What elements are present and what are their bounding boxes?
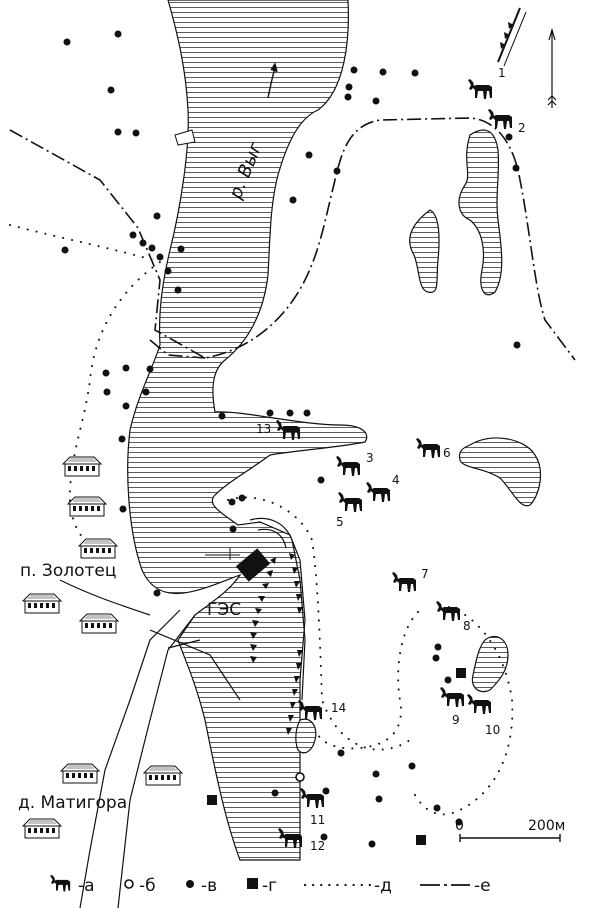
roads: [59, 7, 527, 908]
petroglyph-elk-icon: [366, 482, 390, 502]
petroglyph-elk-icon: [300, 788, 324, 808]
dam-embankment-marks: [250, 22, 514, 735]
site-number: 13: [256, 422, 271, 436]
place-label-ges: ГЭС: [207, 600, 241, 620]
site-number: 7: [421, 567, 429, 581]
site-number: 8: [463, 619, 471, 633]
site-number: 4: [392, 473, 400, 487]
site-number: 9: [452, 713, 460, 727]
petroglyph-elk-icon: [338, 492, 362, 512]
place-label-zolotets: п. Золотец: [20, 561, 116, 581]
dash-dot-boundary: [9, 117, 576, 361]
open-circle-marker: [295, 772, 305, 782]
legend-label-v: -в: [201, 876, 217, 896]
legend-icon-a: [50, 874, 71, 892]
scale-bar: 0 200м: [455, 818, 565, 842]
lakes: [295, 129, 542, 754]
legend-icon-b: [124, 879, 134, 889]
sluice-lines: [205, 548, 240, 560]
site-numbers: 1 2 3 4 5 6 7 8 9 10 11 12 13 14: [256, 66, 526, 853]
legend-icon-g: [247, 878, 258, 889]
scale-start-label: 0: [455, 818, 464, 834]
site-number: 14: [331, 701, 346, 715]
finds-dots: [61, 30, 521, 848]
site-number: 11: [310, 813, 325, 827]
petroglyph-elk-icon: [440, 687, 464, 707]
petroglyph-elk-icon: [392, 572, 416, 592]
legend-label-d: -д: [374, 876, 392, 896]
legend-icon-v: [186, 880, 194, 888]
legend-label-g: -г: [262, 876, 277, 896]
site-number: 2: [518, 121, 526, 135]
site-number: 6: [443, 446, 451, 460]
petroglyph-elk-icon: [416, 438, 440, 458]
place-label-matigora: д. Матигора: [18, 793, 127, 813]
petroglyph-elk-icon: [488, 109, 512, 129]
river-water: [127, 0, 368, 861]
site-number: 1: [498, 66, 506, 80]
north-arrow-icon: [547, 27, 557, 108]
legend-label-a: -а: [78, 876, 95, 896]
site-number: 12: [310, 839, 325, 853]
legend: -а -б -в -г -д -е: [50, 874, 491, 896]
petroglyph-elk-icon: [467, 694, 491, 714]
petroglyph-elk-icon: [298, 700, 322, 720]
site-number: 3: [366, 451, 374, 465]
site-number: 5: [336, 515, 344, 529]
legend-label-e: -е: [474, 876, 491, 896]
finds-squares: [207, 668, 466, 845]
petroglyph-elk-icon: [468, 79, 492, 99]
flow-arrow-icon: [267, 62, 278, 99]
petroglyph-elk-icon: [436, 601, 460, 621]
scale-end-label: 200м: [528, 818, 565, 834]
legend-label-b: -б: [139, 876, 156, 896]
dotted-boundaries: [9, 224, 514, 816]
petroglyph-elk-icon: [336, 456, 360, 476]
ges-building: [235, 548, 271, 582]
site-number: 10: [485, 723, 500, 737]
